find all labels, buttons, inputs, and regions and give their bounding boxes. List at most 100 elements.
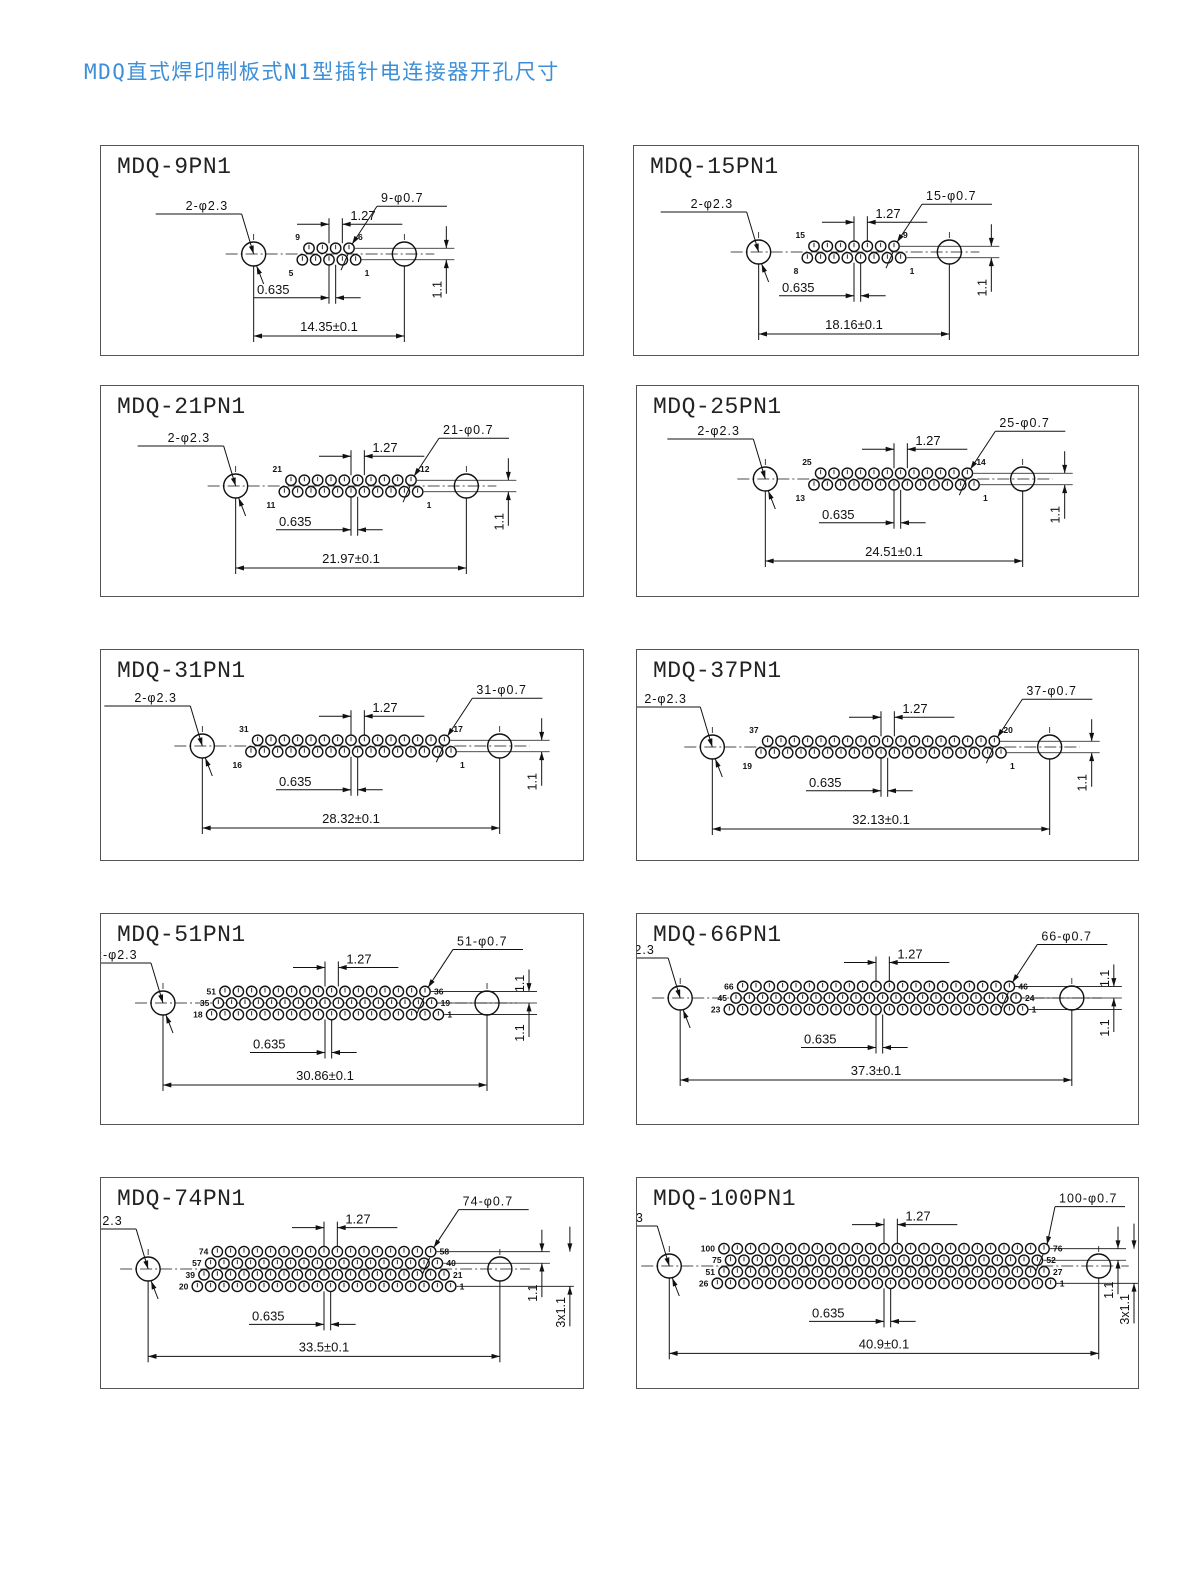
pin-leader — [351, 205, 378, 245]
hole-leader — [150, 1280, 159, 1300]
span-label: 14.35±0.1 — [300, 319, 358, 334]
panel-title: MDQ-66PN1 — [653, 922, 782, 948]
pin-count-label: 51-φ0.7 — [457, 934, 508, 948]
half-pitch-label: 0.635 — [804, 1032, 837, 1047]
cutout-drawing: 664645242311.270.63537.3±0.12-φ2.366-φ0.… — [637, 929, 1122, 1086]
pin-leader — [413, 437, 440, 477]
pin-count-label: 31-φ0.7 — [476, 683, 527, 697]
pin-number-label: 1 — [365, 268, 370, 278]
pin-number-label: 9 — [903, 230, 908, 240]
height-label: 1.1 — [1102, 1281, 1116, 1298]
pitch-label: 1.27 — [875, 206, 900, 221]
hole-leader — [256, 265, 265, 285]
pin-number-label: 51 — [706, 1267, 716, 1277]
panel-title: MDQ-37PN1 — [653, 658, 782, 684]
hole-leader — [682, 1009, 691, 1029]
pitch-label: 1.27 — [915, 433, 940, 448]
span-label: 37.3±0.1 — [851, 1063, 902, 1078]
pin-number-label: 11 — [266, 500, 275, 510]
pin-leader — [402, 486, 411, 503]
pitch-label: 1.27 — [345, 1212, 370, 1227]
pitch-label: 1.27 — [346, 951, 371, 966]
pin-number-label: 12 — [420, 464, 430, 474]
cutout-drawing: 513635191811.270.63530.86±0.12-φ2.351-φ0… — [101, 934, 538, 1091]
half-pitch-label: 0.635 — [809, 775, 842, 790]
height-label: 1.1 — [526, 773, 540, 790]
pin-leader — [427, 949, 454, 988]
half-pitch-label: 0.635 — [279, 774, 312, 789]
height-label: 1.1 — [1049, 506, 1063, 523]
pin-number-label: 13 — [796, 493, 806, 503]
height-label: 3x1.1 — [1118, 1294, 1132, 1325]
panel-title: MDQ-25PN1 — [653, 394, 782, 420]
pin-number-label: 74 — [199, 1247, 209, 1257]
pin-number-label: 1 — [460, 760, 465, 770]
pin-leader — [1011, 944, 1038, 983]
hole-label: 2-φ2.3 — [697, 424, 740, 438]
pin-leader — [958, 479, 967, 496]
hole-label: 2-φ2.3 — [691, 197, 734, 211]
pin-number-label: 45 — [718, 993, 728, 1003]
pin-leader — [985, 747, 994, 764]
half-pitch-label: 0.635 — [279, 514, 312, 529]
connector-panel: 10076755251272611.270.63540.9±0.12-φ2.31… — [636, 1177, 1139, 1389]
pin-number-label: 27 — [1053, 1267, 1063, 1277]
pin-leader — [1035, 1254, 1044, 1271]
hole-leader — [241, 213, 255, 255]
pitch-label: 1.27 — [350, 208, 375, 223]
connector-panel: 7458574039212011.270.63533.5±0.12-φ2.374… — [100, 1177, 584, 1389]
hole-leader — [204, 757, 213, 777]
hole-label: 2-φ2.3 — [101, 1214, 123, 1228]
height-label: 1.1 — [526, 1284, 540, 1301]
hole-label: 2-φ2.3 — [637, 943, 655, 957]
half-pitch-label: 0.635 — [253, 1037, 286, 1052]
pin-leader — [422, 1257, 431, 1274]
span-label: 21.97±0.1 — [322, 551, 380, 566]
pin-number-label: 75 — [712, 1255, 722, 1265]
hole-leader — [746, 211, 760, 253]
hole-leader — [752, 438, 766, 480]
height-label: 3x1.1 — [554, 1297, 568, 1328]
panel-title: MDQ-9PN1 — [117, 154, 232, 180]
pin-count-label: 100-φ0.7 — [1059, 1192, 1118, 1206]
hole-leader — [667, 957, 681, 999]
half-pitch-label: 0.635 — [782, 280, 815, 295]
pin-number-label: 51 — [207, 986, 217, 996]
pin-leader — [996, 698, 1023, 738]
pin-number-label: 66 — [724, 981, 734, 991]
pin-leader — [1000, 992, 1009, 1009]
height-label: 1.1 — [492, 513, 506, 530]
span-label: 40.9±0.1 — [859, 1336, 910, 1351]
hole-label: 2-φ2.3 — [101, 948, 138, 962]
half-pitch-label: 0.635 — [822, 507, 855, 522]
height-label: 1.1 — [1076, 774, 1090, 791]
hole-label: 2-φ2.3 — [134, 691, 177, 705]
hole-leader — [135, 1228, 149, 1270]
hole-label: 2-φ2.3 — [168, 431, 211, 445]
height-label: 1.1 — [1098, 970, 1112, 987]
pitch-label: 1.27 — [905, 1209, 930, 1224]
height-label: 1.1 — [430, 281, 444, 298]
pin-number-label: 15 — [796, 230, 806, 240]
pin-number-label: 14 — [976, 457, 986, 467]
pin-number-label: 1 — [910, 266, 915, 276]
pitch-label: 1.27 — [372, 440, 397, 455]
height-label: 1.1 — [975, 279, 989, 296]
pin-number-label: 6 — [358, 232, 363, 242]
panel-title: MDQ-31PN1 — [117, 658, 246, 684]
pin-number-label: 31 — [239, 724, 249, 734]
pin-number-label: 1 — [427, 500, 432, 510]
hole-leader — [761, 263, 770, 283]
height-label: 1.1 — [1098, 1019, 1112, 1036]
pin-leader — [896, 203, 923, 243]
span-label: 24.51±0.1 — [865, 544, 923, 559]
pin-number-label: 20 — [1003, 725, 1013, 735]
pin-number-label: 25 — [802, 457, 812, 467]
span-label: 32.13±0.1 — [852, 812, 910, 827]
hole-leader — [165, 1014, 174, 1034]
hole-leader — [189, 705, 203, 747]
